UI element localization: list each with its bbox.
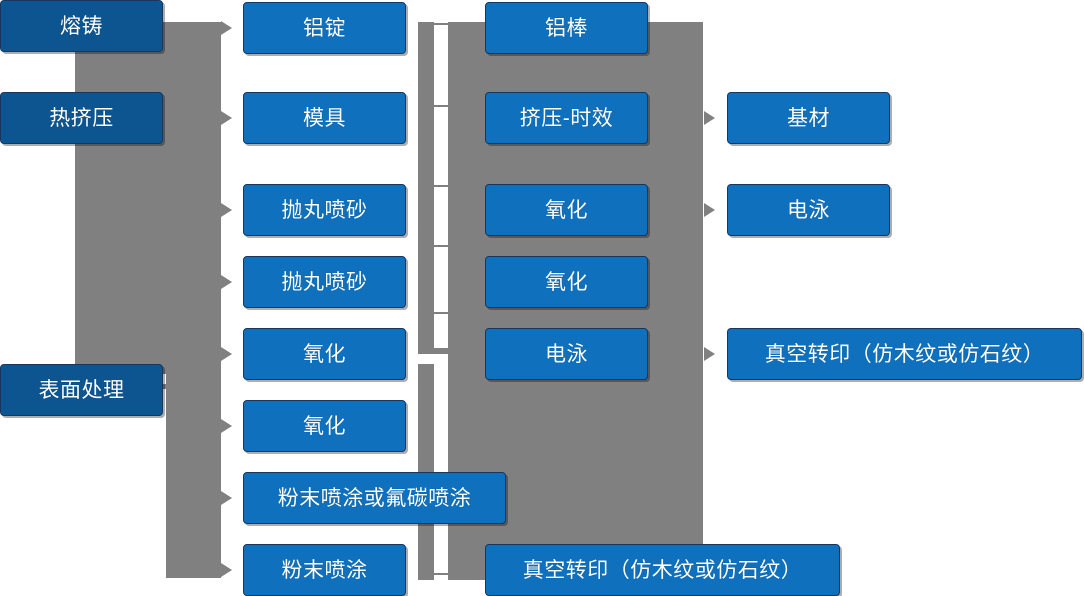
proc-die[interactable]: 模具 — [243, 92, 406, 144]
out-vacuum-transfer[interactable]: 真空转印（仿木纹或仿石纹） — [727, 328, 1082, 380]
proc-aluminum-ingot[interactable]: 铝锭 — [243, 2, 406, 54]
proc-powder-or-fluorocarbon[interactable]: 粉末喷涂或氟碳喷涂 — [243, 472, 506, 524]
proc-shot-blasting-2[interactable]: 抛丸喷砂 — [243, 256, 406, 308]
stage-hot-extrusion[interactable]: 热挤压 — [0, 92, 163, 144]
proc-powder-coating[interactable]: 粉末喷涂 — [243, 544, 406, 596]
proc-aluminum-bar[interactable]: 铝棒 — [485, 2, 648, 54]
arrow-to-shot-blasting-1 — [221, 203, 232, 217]
fanout-bar-left-stem — [89, 22, 179, 374]
arrow-to-aluminum-ingot — [221, 21, 232, 35]
proc-oxidation-3[interactable]: 氧化 — [485, 184, 648, 236]
proc-shot-blasting-1[interactable]: 抛丸喷砂 — [243, 184, 406, 236]
stage-trunk-vertical — [75, 40, 89, 370]
ladder-rung-6 — [434, 573, 452, 575]
stage-arrow-to-surface-treatment — [75, 330, 89, 341]
arrow-to-substrate — [704, 111, 715, 125]
out-substrate[interactable]: 基材 — [727, 92, 890, 144]
ladder-rung-2 — [434, 105, 452, 107]
stage-surface-treatment[interactable]: 表面处理 — [0, 364, 163, 416]
proc-electrophoresis-1[interactable]: 电泳 — [485, 328, 648, 380]
arrow-to-powder-coating — [221, 563, 232, 577]
arrow-to-electrophoresis — [704, 203, 715, 217]
out-electrophoresis[interactable]: 电泳 — [727, 184, 890, 236]
bridge-rail-thin-upper — [418, 22, 434, 354]
stage-arrow-to-hot-extrusion — [75, 74, 89, 85]
stage-melting-casting[interactable]: 熔铸 — [0, 0, 163, 52]
ladder-rung-5 — [434, 312, 452, 314]
bridge-rail-thin-cap — [418, 348, 448, 354]
proc-oxidation-2[interactable]: 氧化 — [243, 400, 406, 452]
ladder-rung-3 — [434, 185, 452, 187]
ladder-rung-1 — [434, 23, 452, 25]
arrow-to-oxidation-2 — [221, 419, 232, 433]
proc-oxidation-4[interactable]: 氧化 — [485, 256, 648, 308]
arrow-to-powder-or-fluorocarbon — [221, 491, 232, 505]
arrow-to-vacuum-transfer — [704, 347, 715, 361]
arrow-to-die — [221, 111, 232, 125]
proc-extrusion-aging[interactable]: 挤压-时效 — [485, 92, 648, 144]
proc-oxidation-1[interactable]: 氧化 — [243, 328, 406, 380]
proc-vacuum-transfer-1[interactable]: 真空转印（仿木纹或仿石纹） — [485, 544, 840, 596]
arrow-to-shot-blasting-2 — [221, 275, 232, 289]
arrow-to-oxidation-1 — [221, 347, 232, 361]
surface-treatment-link — [160, 384, 184, 389]
ladder-rung-4 — [434, 245, 452, 247]
